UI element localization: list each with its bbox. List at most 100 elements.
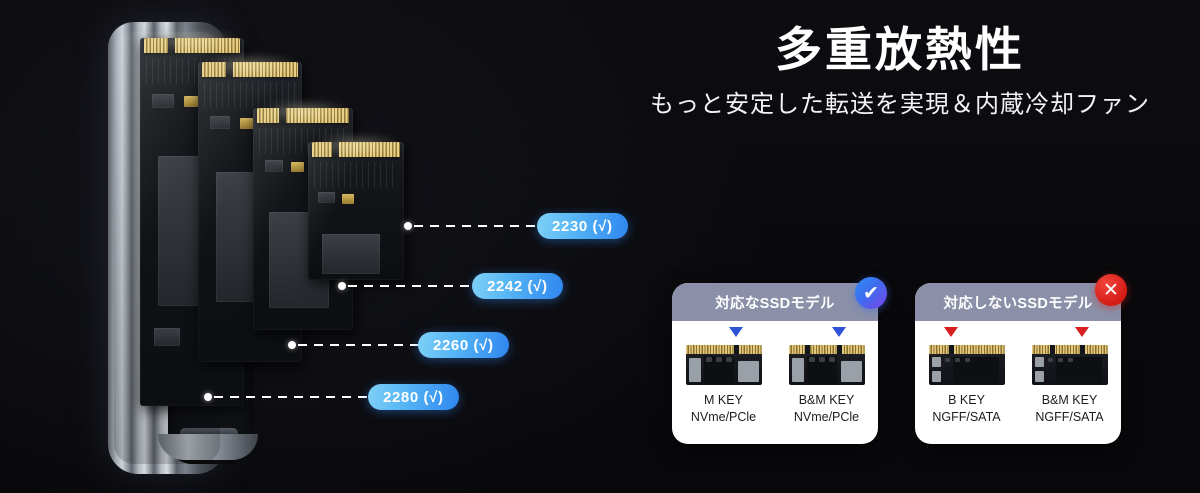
ssd-chip: [318, 192, 335, 203]
ssd-chip-gold: [184, 96, 198, 107]
compat-key: B KEY: [948, 393, 985, 407]
leader-line: [348, 285, 474, 287]
ssd-traces: [314, 162, 398, 188]
ssd-gold-pins: [312, 142, 400, 157]
ssd-gold-pins: [144, 38, 240, 53]
thumb-key-notch: [836, 345, 842, 354]
ssd-chip-gold: [240, 118, 254, 129]
thumb-gold-pins: [788, 345, 865, 354]
thumb-chip: [818, 357, 825, 362]
enclosure-foot: [158, 434, 258, 460]
unsupported-card-header: 対応しないSSDモデル: [915, 283, 1121, 321]
compat-item-label: B&M KEY NVme/PCle: [794, 392, 859, 426]
thumb-chip: [808, 357, 815, 362]
ssd-thumbnail-bm-key-sata: [1031, 345, 1108, 385]
thumb-chip: [791, 358, 804, 382]
ssd-thumbnail-wrap: [1031, 327, 1109, 385]
ssd-thumbnail-bm-key: [788, 345, 865, 385]
leader-line: [214, 396, 370, 398]
compat-item-label: B&M KEY NGFF/SATA: [1035, 392, 1103, 426]
enclosure-slot: [180, 428, 238, 438]
thumb-chip: [1034, 357, 1044, 367]
thumb-chip: [840, 361, 862, 382]
ssd-thumbnail-b-key: [928, 345, 1005, 385]
thumb-chip: [954, 358, 960, 362]
thumb-chip: [1034, 371, 1044, 382]
compat-item-label: B KEY NGFF/SATA: [932, 392, 1000, 426]
thumb-chip: [828, 357, 835, 362]
thumb-chip: [931, 357, 941, 367]
size-badge-2242: 2242 (√): [472, 273, 563, 299]
supported-ssd-card: 対応なSSDモデル M KE: [672, 283, 878, 444]
thumb-region: [1055, 357, 1102, 383]
thumb-gold-pins: [928, 345, 1005, 354]
unsupported-cross-icon: ✕: [1095, 274, 1127, 306]
ssd-chip: [322, 234, 380, 274]
ssd-thumbnail-wrap: [788, 327, 866, 385]
compat-key: B&M KEY: [798, 393, 855, 407]
headline-block: 多重放熱性 もっと安定した転送を実現＆内蔵冷却ファン: [600, 23, 1200, 119]
compat-item: B&M KEY NVme/PCle: [775, 327, 878, 444]
product-photo: [70, 0, 490, 493]
thumb-chip: [688, 358, 701, 382]
ssd-gold-pins: [202, 62, 298, 77]
page-title: 多重放熱性: [775, 23, 1025, 76]
leader-dot: [204, 393, 212, 401]
compat-key: M KEY: [704, 393, 743, 407]
leader-dot: [288, 341, 296, 349]
leader-dot: [404, 222, 412, 230]
ssd-thumbnail-wrap: [928, 327, 1006, 385]
thumb-chip: [944, 358, 950, 362]
compat-item: B&M KEY NGFF/SATA: [1018, 327, 1121, 444]
thumb-gold-pins: [685, 345, 762, 354]
page-subtitle: もっと安定した転送を実現＆内蔵冷却ファン: [650, 90, 1150, 118]
ssd-thumbnail-m-key: [685, 345, 762, 385]
leader-line: [414, 225, 540, 227]
thumb-key-notch: [1079, 345, 1085, 354]
ssd-chip-gold: [342, 194, 354, 204]
ssd-thumbnail-wrap: [685, 327, 763, 385]
thumb-chip: [725, 357, 732, 362]
compat-interface: NVme/PCle: [793, 409, 860, 424]
unsupported-card-body: B KEY NGFF/SATA: [915, 321, 1121, 444]
thumb-chip: [1067, 358, 1073, 362]
ssd-key-notch: [332, 142, 339, 157]
size-badge-2280: 2280 (√): [368, 384, 459, 410]
supported-card-header: 対応なSSDモデル: [672, 283, 878, 321]
thumb-chip: [705, 357, 712, 362]
thumb-chip: [715, 357, 722, 362]
compat-item: B KEY NGFF/SATA: [915, 327, 1018, 444]
thumb-region: [952, 357, 999, 383]
ssd-chip: [210, 116, 230, 129]
supported-card-body: M KEY NVme/PCle: [672, 321, 878, 444]
ssd-key-notch: [226, 62, 233, 77]
ssd-gold-pins: [257, 108, 349, 123]
thumb-key-notch: [804, 345, 810, 354]
supported-check-icon: ✔: [855, 277, 887, 309]
size-badge-2230: 2230 (√): [537, 213, 628, 239]
compat-item-label: M KEY NVme/PCle: [691, 392, 756, 426]
ssd-chip-gold: [291, 162, 304, 172]
size-badge-2260: 2260 (√): [418, 332, 509, 358]
ssd-key-notch: [279, 108, 286, 123]
leader-line: [298, 344, 420, 346]
unsupported-ssd-card: 対応しないSSDモデル B: [915, 283, 1121, 444]
key-marker-icon: [728, 327, 743, 337]
compat-key: B&M KEY: [1041, 393, 1098, 407]
ssd-chip: [265, 160, 283, 172]
key-marker-icon: [943, 327, 958, 337]
compat-interface: NVme/PCle: [690, 409, 757, 424]
ssd-chip: [152, 94, 174, 108]
ssd-chip: [154, 328, 180, 346]
thumb-key-notch: [1049, 345, 1055, 354]
compat-item: M KEY NVme/PCle: [672, 327, 775, 444]
compat-interface: NGFF/SATA: [1035, 409, 1104, 424]
thumb-chip: [931, 371, 941, 382]
thumb-chip: [1057, 358, 1063, 362]
ssd-key-notch: [168, 38, 175, 53]
thumb-chip: [964, 358, 970, 362]
ssd-traces: [204, 82, 296, 108]
thumb-gold-pins: [1031, 345, 1108, 354]
compat-interface: NGFF/SATA: [932, 409, 1001, 424]
